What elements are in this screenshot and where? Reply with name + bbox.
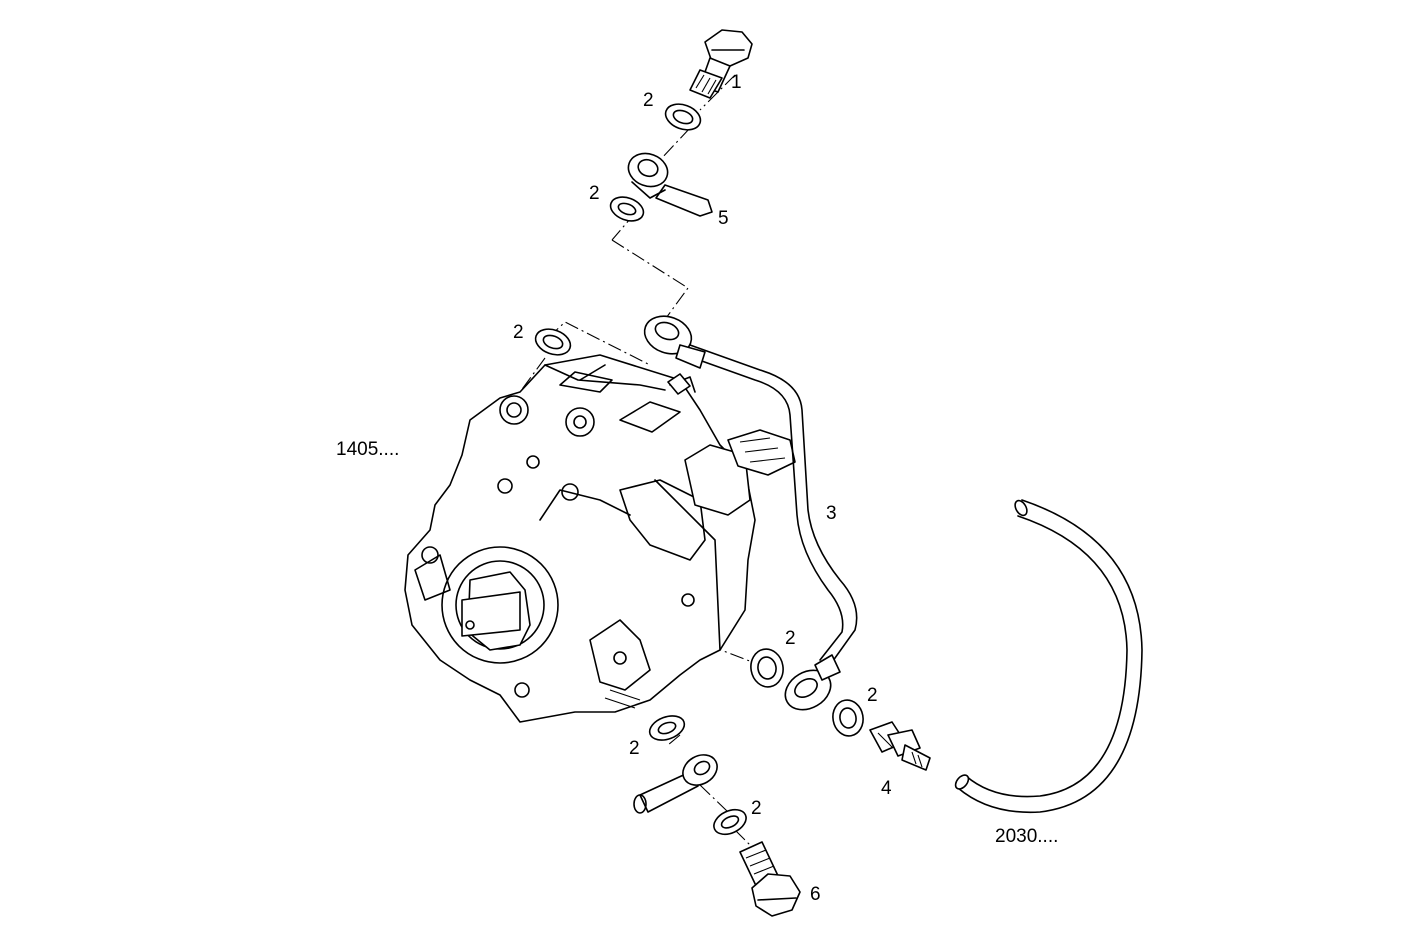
label-part-2-washer-banjo: 2 [589, 183, 600, 204]
banjo-bolt-bottom [739, 841, 801, 917]
washer-pipe-1 [750, 648, 784, 688]
label-part-2-washer-bottom-2: 2 [751, 798, 762, 819]
washer-pipe-2 [832, 699, 864, 737]
label-part-5: 5 [718, 208, 729, 229]
fuel-hose [954, 499, 1143, 814]
label-part-2-washer-pump: 2 [513, 322, 524, 343]
high-pressure-pump [404, 354, 796, 723]
label-part-4: 4 [881, 778, 892, 799]
washer-top-1 [664, 103, 702, 131]
label-part-2-washer-pipe-1: 2 [785, 628, 796, 649]
label-part-3: 3 [826, 503, 837, 524]
label-part-2-washer-pipe-2: 2 [867, 685, 878, 706]
washer-top-2 [609, 196, 645, 222]
label-part-2-washer-bottom-1: 2 [629, 738, 640, 759]
label-ref-hose: 2030.... [995, 826, 1058, 847]
hose-connector [869, 721, 931, 771]
label-part-6: 6 [810, 884, 821, 905]
banjo-fitting [627, 152, 713, 217]
part-labels: 1 2 2 5 2 1405.... 3 2 2 2 4 2 2030.... … [336, 72, 1058, 905]
washer-bottom-1 [648, 715, 686, 741]
washer-pump-top [534, 328, 572, 356]
washer-bottom-2 [713, 808, 747, 836]
return-pipe [643, 315, 858, 711]
banjo-bolt-top [689, 29, 753, 99]
label-ref-pump: 1405.... [336, 439, 399, 460]
banjo-fitting-bottom [633, 754, 718, 814]
label-part-2-washer-top: 2 [643, 90, 654, 111]
label-part-1: 1 [731, 72, 742, 93]
